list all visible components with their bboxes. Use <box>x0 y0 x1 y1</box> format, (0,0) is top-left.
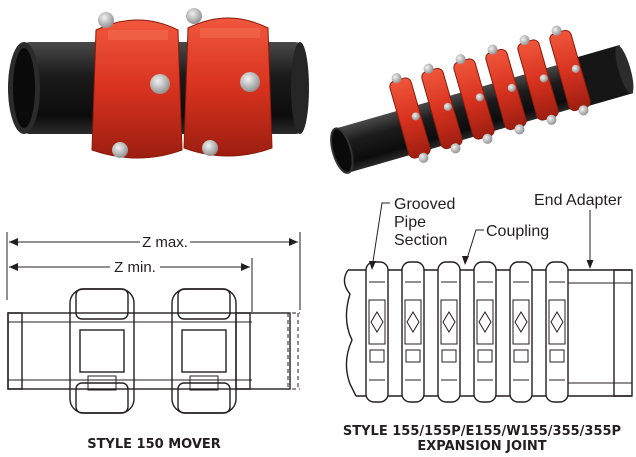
drawing-coupling-4 <box>473 261 497 403</box>
caption-expansion-joint-line-1: STYLE 155/155P/E155/W155/355/355P <box>343 424 621 439</box>
z-min-label: Z min. <box>114 259 156 276</box>
z-max-label: Z max. <box>142 234 188 251</box>
dimension-z-max: Z max. <box>6 232 301 310</box>
dimension-z-min: Z min. <box>9 258 253 312</box>
label-grooved-pipe-section: Grooved Pipe Section <box>369 196 455 270</box>
mover-coupling-2 <box>171 288 237 414</box>
grooved-label-line-3: Section <box>394 232 447 249</box>
photo-coupling-3 <box>453 54 495 144</box>
label-end-adapter: End Adapter <box>534 192 623 269</box>
drawing-style-150-mover: Z max. Z min. <box>6 232 301 452</box>
coupling-housing-1 <box>91 12 183 159</box>
photo-coupling-4 <box>485 44 527 135</box>
drawing-coupling-6 <box>545 261 569 403</box>
grooved-label-line-1: Grooved <box>394 196 455 213</box>
photo-coupling-1 <box>389 73 431 163</box>
drawing-coupling-2 <box>401 261 425 403</box>
drawing-coupling-5 <box>509 261 533 403</box>
grooved-label-line-2: Pipe <box>394 214 426 231</box>
photo-coupling-2 <box>421 63 463 154</box>
mover-pipe-outline <box>7 312 300 390</box>
caption-expansion-joint-line-2: EXPANSION JOINT <box>417 439 546 454</box>
photo-expansion-joint <box>330 25 634 174</box>
mover-coupling-1 <box>69 288 135 414</box>
caption-style-150-mover: STYLE 150 MOVER <box>87 437 221 452</box>
drawing-coupling-3 <box>437 261 461 403</box>
photo-style-150-mover <box>8 8 309 159</box>
end-adapter-label: End Adapter <box>534 192 623 209</box>
drawing-expansion-joint: Grooved Pipe Section Coupling End Adapte… <box>343 192 633 454</box>
photo-coupling-5 <box>517 35 559 125</box>
drawing-coupling-1 <box>365 261 389 403</box>
coupling-label: Coupling <box>486 223 549 240</box>
coupling-housing-2 <box>183 8 273 157</box>
photo-coupling-6 <box>549 25 591 116</box>
label-coupling: Coupling <box>462 223 549 265</box>
